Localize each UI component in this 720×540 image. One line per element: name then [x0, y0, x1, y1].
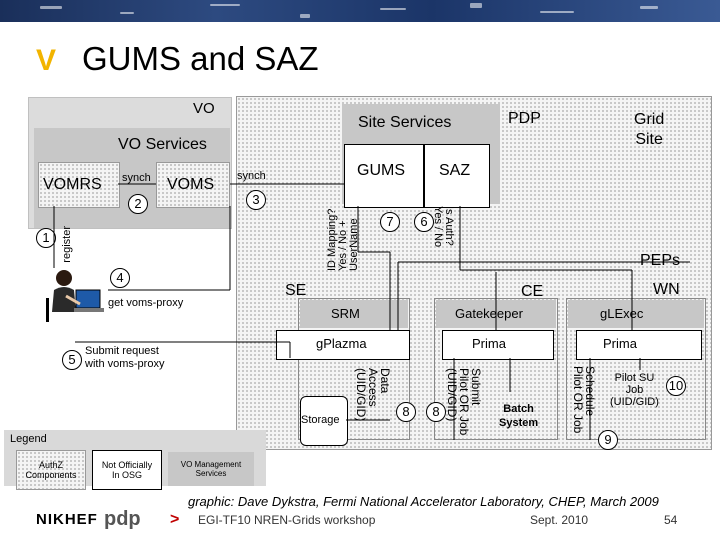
- vo-services-label: VO Services: [118, 136, 207, 153]
- step-1-marker: 1: [36, 228, 56, 248]
- title-bullet: V: [36, 44, 57, 77]
- vo-label: VO: [193, 100, 215, 117]
- prima-ce-label: Prima: [472, 336, 506, 351]
- step-5-marker: 5: [62, 350, 82, 370]
- prima-wn-box: [576, 330, 702, 360]
- vomrs-box: [38, 162, 120, 208]
- legend-authz-components: AuthZ Components: [16, 450, 86, 490]
- step-4-marker: 4: [110, 268, 130, 288]
- step-9-marker: 9: [598, 430, 618, 450]
- saz-box: [424, 144, 490, 208]
- submit-request-label: Submit request with voms-proxy: [85, 345, 165, 370]
- legend-vo-management-services: VO Management Services: [168, 452, 254, 486]
- user-icon: [46, 268, 106, 322]
- glexec-box: [568, 300, 704, 328]
- wn-frame: [566, 298, 706, 440]
- pdp-logo: pdp: [104, 508, 141, 530]
- ce-label: CE: [521, 283, 544, 300]
- site-services-label: Site Services: [358, 114, 452, 131]
- graphic-credit: graphic: Dave Dykstra, Fermi National Ac…: [188, 494, 659, 509]
- prima-ce-box: [442, 330, 554, 360]
- glexec-label: gLExec: [600, 306, 644, 321]
- batch-system-label: Batch System: [499, 403, 539, 429]
- gplazma-label: gPlazma: [316, 336, 367, 351]
- peps-label: PEPs: [640, 252, 681, 269]
- submit-pilot-label: Submit Pilot OR Job (UID/GID): [445, 368, 483, 436]
- footer-arrow-icon: >: [170, 511, 180, 528]
- se-label: SE: [285, 282, 307, 299]
- voms-label: VOMS: [167, 176, 215, 193]
- storage-box: [300, 396, 348, 446]
- schedule-label: Schedule Pilot OR Job: [571, 366, 597, 434]
- gums-label: GUMS: [357, 162, 405, 179]
- footer-workshop: EGI-TF10 NREN-Grids workshop: [198, 513, 376, 527]
- header-banner: [0, 0, 720, 22]
- synch-label-left: synch: [122, 172, 151, 184]
- footer-date: Sept. 2010: [530, 513, 589, 527]
- voms-box: [156, 162, 230, 208]
- vomrs-label: VOMRS: [43, 176, 102, 193]
- wn-label: WN: [653, 281, 680, 298]
- gatekeeper-label: Gatekeeper: [455, 306, 523, 321]
- gums-box: [344, 144, 424, 208]
- synch-label-right: synch: [237, 170, 266, 182]
- page-title: GUMS and SAZ: [82, 40, 319, 77]
- pdp-label: PDP: [508, 110, 541, 127]
- gplazma-box: [276, 330, 410, 360]
- pilot-su-label: Pilot SU Job (UID/GID): [610, 372, 659, 408]
- se-frame: [298, 298, 410, 440]
- get-voms-proxy-label: get voms-proxy: [108, 297, 184, 309]
- step-8-marker-ce: 8: [426, 402, 446, 422]
- nikhef-logo: NIKHEF: [36, 511, 98, 528]
- step-7-marker: 7: [380, 212, 400, 232]
- footer-page-number: 54: [664, 513, 678, 527]
- saz-label: SAZ: [439, 162, 471, 179]
- prima-wn-label: Prima: [603, 336, 637, 351]
- step-10-marker: 10: [666, 376, 686, 396]
- srm-label: SRM: [331, 306, 360, 321]
- storage-label: Storage: [301, 414, 340, 426]
- legend-not-officially-in-osg: Not Officially In OSG: [92, 450, 162, 490]
- data-access-label: Data Access (UID/GID): [354, 368, 392, 422]
- step-3-marker: 3: [246, 190, 266, 210]
- step-8-marker-se: 8: [396, 402, 416, 422]
- grid-site-label: Grid Site: [634, 111, 665, 148]
- step-2-marker: 2: [128, 194, 148, 214]
- legend-title: Legend: [10, 433, 47, 445]
- step-6-marker: 6: [414, 212, 434, 232]
- is-auth-label: Is Auth? Yes / No: [432, 206, 455, 248]
